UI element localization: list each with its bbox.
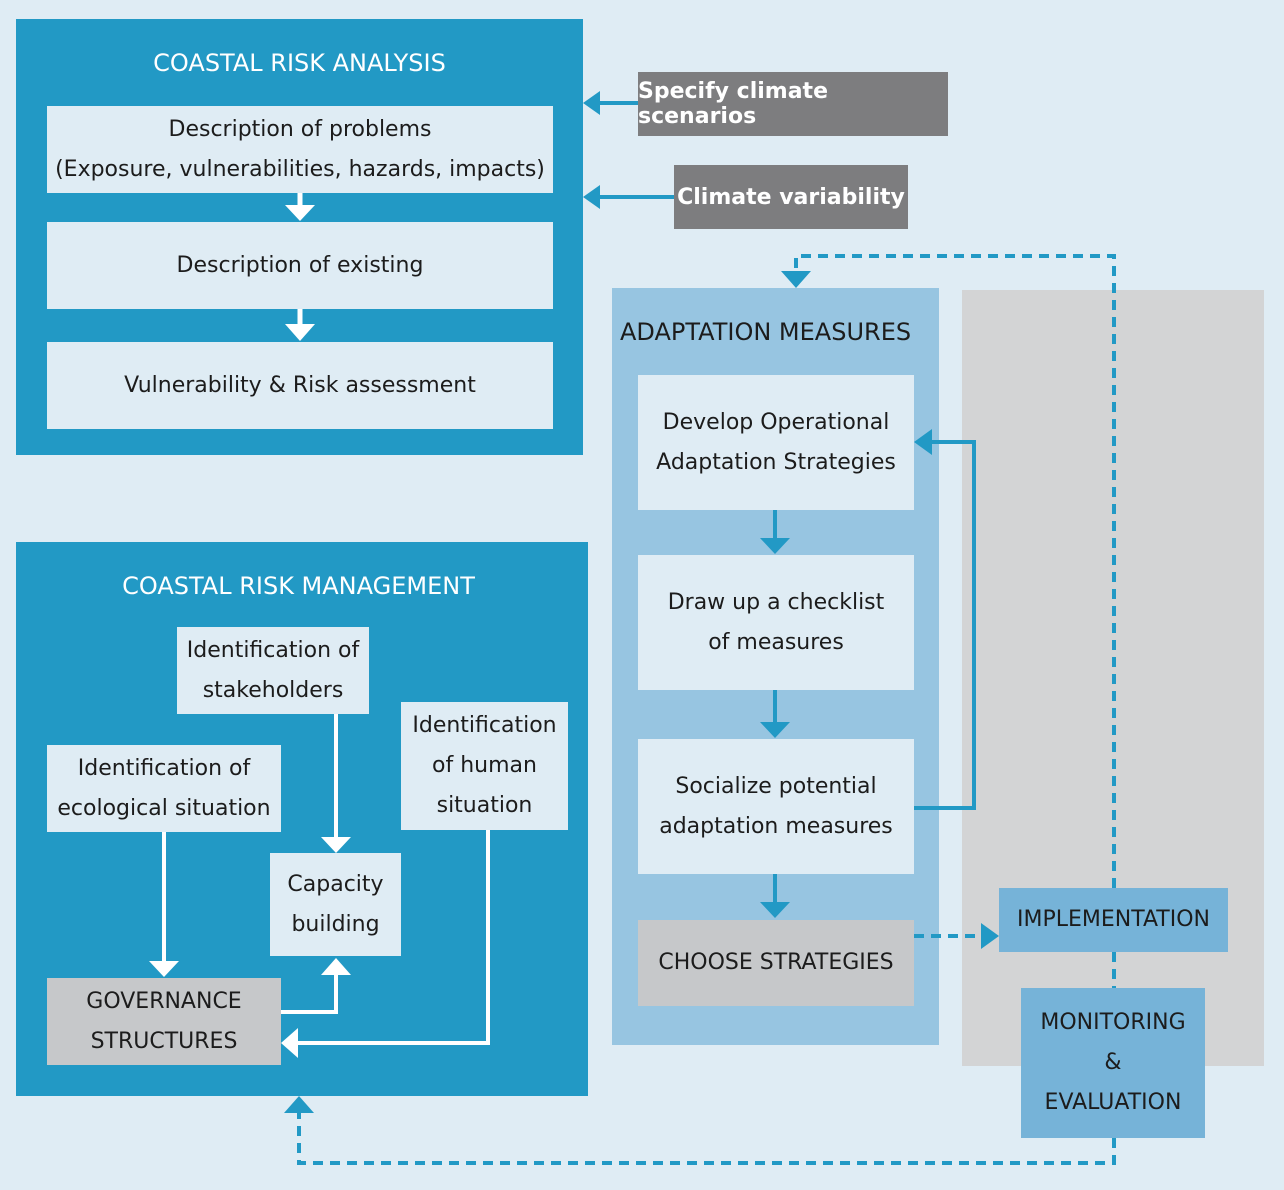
governance-line2: STRUCTURES (90, 1028, 238, 1054)
choose-strategies-box: CHOOSE STRATEGIES (638, 920, 914, 1006)
governance-line1: GOVERNANCE (86, 988, 242, 1014)
identification-ecological-box: Identification of ecological situation (47, 745, 281, 832)
human-line3: situation (436, 793, 533, 818)
analysis-title: COASTAL RISK ANALYSIS (153, 49, 446, 77)
stakeholders-line2: stakeholders (202, 677, 344, 703)
choose-to-implementation-dashed-arrow (914, 923, 999, 949)
develop-line2: Adaptation Strategies (656, 449, 896, 475)
coastal-risk-analysis-panel: COASTAL RISK ANALYSIS Description of pro… (16, 19, 583, 455)
problems-heading: Description of problems (168, 116, 432, 142)
socialize-line2: adaptation measures (659, 813, 893, 839)
stakeholders-to-capacity-arrow (321, 714, 351, 853)
governance-structures-box: GOVERNANCE STRUCTURES (47, 978, 281, 1065)
monitoring-evaluation-box: MONITORING & EVALUATION (1021, 988, 1205, 1138)
climate-variability-tag: Climate variability (674, 165, 908, 229)
problems-subheading: (Exposure, vulnerabilities, hazards, imp… (55, 156, 545, 182)
implementation-to-adaptation-dashed-arrow (781, 254, 1116, 888)
human-line1: Identification (412, 713, 557, 738)
ecological-to-governance-arrow (149, 832, 179, 977)
develop-line1: Develop Operational (662, 409, 890, 435)
checklist-line2: of measures (708, 629, 844, 655)
capacity-building-box: Capacity building (270, 853, 401, 956)
governance-to-capacity-arrow (281, 958, 351, 1014)
capacity-line1: Capacity (287, 871, 384, 897)
socialize-feedback-loop-arrow (914, 429, 976, 810)
capacity-line2: building (291, 911, 380, 937)
analysis-arrow-2 (285, 309, 315, 341)
ecological-line2: ecological situation (57, 795, 271, 821)
adaptation-title: ADAPTATION MEASURES (620, 318, 912, 346)
develop-strategies-box: Develop Operational Adaptation Strategie… (638, 375, 914, 510)
implementation-box: IMPLEMENTATION (999, 888, 1228, 952)
specify-climate-scenarios-tag: Specify climate scenarios (638, 72, 948, 136)
identification-human-box: Identification of human situation (401, 702, 568, 830)
vulnerability-risk-assessment-box: Vulnerability & Risk assessment (47, 342, 553, 429)
analysis-arrow-1 (285, 193, 315, 221)
scenarios-arrow (583, 91, 638, 115)
checklist-to-socialize-arrow (760, 690, 790, 738)
socialize-to-choose-arrow (760, 874, 790, 918)
checklist-box: Draw up a checklist of measures (638, 555, 914, 690)
socialize-line1: Socialize potential (675, 773, 877, 799)
stakeholders-line1: Identification of (186, 637, 360, 663)
description-of-existing-box: Description of existing (47, 222, 553, 309)
description-of-problems-box: Description of problems (Exposure, vulne… (47, 106, 553, 193)
socialize-measures-box: Socialize potential adaptation measures (638, 739, 914, 874)
checklist-line1: Draw up a checklist (667, 589, 885, 615)
variability-arrow (583, 185, 674, 209)
management-title: COASTAL RISK MANAGEMENT (122, 572, 475, 600)
monitoring-line2: & (1104, 1050, 1122, 1075)
human-line2: of human (432, 753, 537, 778)
monitoring-line1: MONITORING (1040, 1010, 1186, 1035)
adaptation-measures-panel: ADAPTATION MEASURES Develop Operational … (612, 288, 939, 1045)
monitoring-to-management-dashed-arrow (284, 1096, 1116, 1165)
human-to-governance-arrow (281, 830, 490, 1058)
coastal-risk-management-panel: COASTAL RISK MANAGEMENT Identification o… (16, 542, 588, 1096)
ecological-line1: Identification of (77, 755, 251, 781)
identification-stakeholders-box: Identification of stakeholders (177, 627, 369, 714)
monitoring-line3: EVALUATION (1044, 1090, 1182, 1115)
develop-to-checklist-arrow (760, 510, 790, 554)
